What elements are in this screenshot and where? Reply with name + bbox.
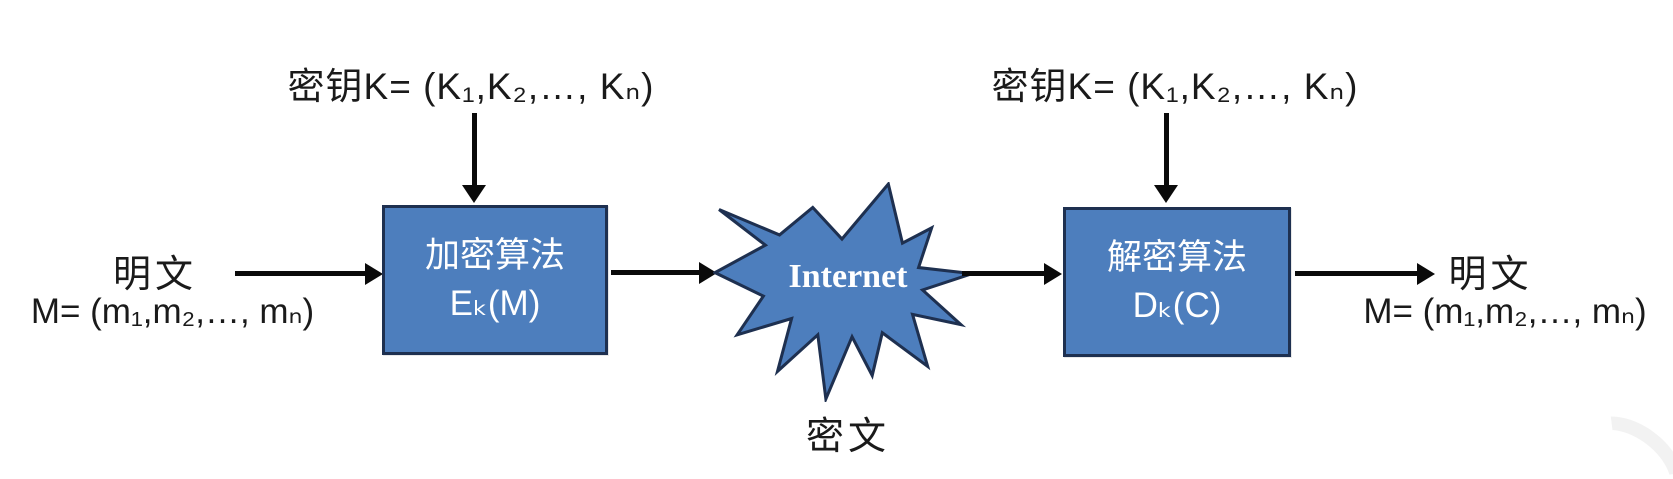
decrypt-box-formula: Dₖ(C) <box>1132 286 1222 325</box>
starburst-icon <box>711 180 973 405</box>
internet-starburst <box>711 180 975 405</box>
arrow-line <box>611 270 701 275</box>
plaintext-right-title: 明文 <box>1448 254 1533 296</box>
decrypt-box-title: 解密算法 <box>1106 237 1247 277</box>
encrypt-box-formula: Eₖ(M) <box>449 284 541 323</box>
encrypt-box: 加密算法 Eₖ(M) <box>382 205 608 355</box>
arrow-right-icon <box>699 262 717 284</box>
arrow-down-icon <box>1154 185 1178 203</box>
arrow-right-icon <box>1044 263 1062 285</box>
arrow-line <box>1164 113 1169 187</box>
plaintext-left-title: 明文 <box>112 254 197 296</box>
arrow-line <box>962 271 1046 276</box>
arrow-down-icon <box>462 185 486 203</box>
key-right-label: 密钥K= (K₁,K₂,…, Kₙ) <box>991 66 1359 107</box>
arrow-right-icon <box>365 263 383 285</box>
ciphertext-label: 密文 <box>805 416 890 458</box>
arrow-line <box>472 113 477 187</box>
plaintext-left-formula: M= (m₁,m₂,…, mₙ) <box>30 292 315 331</box>
encrypt-box-title: 加密算法 <box>424 235 565 275</box>
decrypt-box: 解密算法 Dₖ(C) <box>1063 207 1291 357</box>
arrow-right-icon <box>1417 263 1435 285</box>
watermark-curve <box>1559 396 1673 479</box>
arrow-line <box>1295 271 1419 276</box>
key-left-label: 密钥K= (K₁,K₂,…, Kₙ) <box>287 66 655 107</box>
internet-label: Internet <box>788 258 908 295</box>
plaintext-right-formula: M= (m₁,m₂,…, mₙ) <box>1363 292 1647 331</box>
arrow-line <box>235 271 367 276</box>
